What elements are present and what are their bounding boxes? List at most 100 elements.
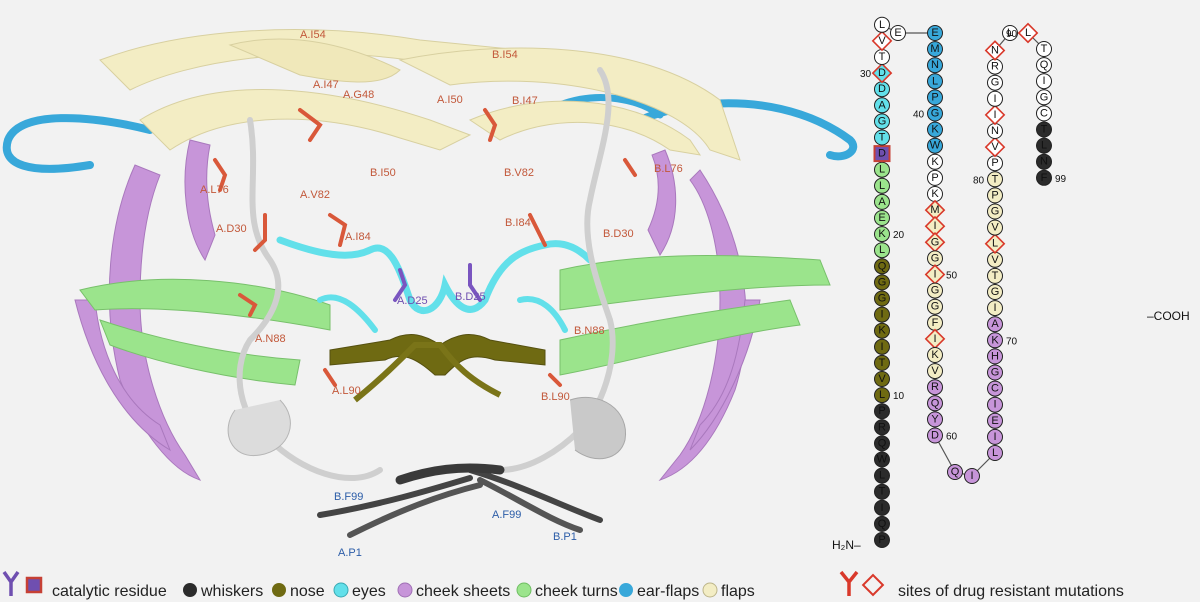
residue-72 — [987, 300, 1003, 317]
residue-letter-45: K — [931, 188, 939, 200]
cheek-sheet-left-3 — [184, 139, 216, 262]
helix-right — [569, 396, 626, 460]
cheek-sheet-left-2 — [74, 299, 172, 452]
residue-98 — [1036, 153, 1052, 170]
residue-letter-85: I — [993, 93, 996, 105]
residue-letter-96: T — [1041, 124, 1048, 136]
residue-letter-26: T — [879, 132, 886, 144]
coil-right — [497, 67, 616, 473]
residue-letter-70: K — [991, 334, 999, 346]
residue-37 — [927, 57, 943, 74]
residue-letter-53: F — [932, 317, 939, 329]
residue-61 — [947, 464, 963, 480]
residue-25 — [873, 145, 891, 163]
residue-66 — [987, 396, 1003, 413]
residue-letter-29: D — [878, 83, 886, 95]
residue-79 — [987, 187, 1003, 204]
legend-ear-flaps: ear-flaps — [637, 583, 699, 600]
residue-63 — [987, 445, 1003, 461]
residue-letter-5: L — [879, 470, 885, 482]
whisker-1 — [317, 475, 473, 518]
label-B.P1: B.P1 — [553, 531, 577, 543]
residue-letter-25: D — [878, 148, 886, 160]
residue-letter-80: T — [992, 173, 999, 185]
residue-23 — [874, 177, 890, 194]
residue-88 — [984, 40, 1006, 61]
position-label-70: 70 — [1006, 336, 1018, 347]
residue-letter-11: V — [878, 373, 886, 385]
cheek-sheets-swatch — [397, 582, 413, 598]
residue-letter-87: R — [991, 61, 999, 73]
residue-letter-21: E — [878, 212, 885, 224]
label-A.L76: A.L76 — [200, 184, 229, 196]
residue-letter-67: C — [991, 383, 999, 395]
residue-letter-76: L — [992, 238, 998, 250]
residue-52 — [927, 298, 943, 315]
label-B.L90: B.L90 — [541, 391, 570, 403]
legend: catalytic residue whiskers nose eyes che… — [2, 570, 1124, 600]
residue-74 — [987, 267, 1003, 284]
position-label-10: 10 — [893, 391, 905, 402]
residue-85 — [987, 90, 1003, 107]
residue-letter-83: N — [991, 125, 999, 137]
flaps-swatch — [702, 582, 718, 598]
residue-9 — [874, 403, 890, 420]
whisker-2 — [347, 482, 483, 538]
residue-letter-61: Q — [951, 466, 960, 478]
eyes-swatch — [333, 582, 349, 598]
residue-78 — [987, 203, 1003, 220]
label-B.N88: B.N88 — [574, 325, 605, 337]
label-A.D25: A.D25 — [397, 295, 428, 307]
residue-95 — [1036, 105, 1052, 122]
label-A.I50: A.I50 — [437, 94, 463, 106]
label-A.L90: A.L90 — [332, 385, 361, 397]
residue-letter-55: K — [931, 349, 939, 361]
legend-flaps: flaps — [721, 583, 755, 600]
residue-96 — [1036, 121, 1052, 138]
ear-flap-left — [2, 114, 154, 173]
residue-64 — [987, 428, 1003, 445]
residue-77 — [987, 219, 1003, 236]
flap-strand-4 — [468, 100, 702, 156]
residue-letter-50: I — [933, 269, 936, 281]
position-label-90: 90 — [1006, 29, 1018, 40]
residue-letter-28: A — [878, 99, 886, 111]
residue-letter-42: W — [930, 140, 941, 152]
residue-letter-66: I — [993, 399, 996, 411]
residue-58 — [927, 395, 943, 412]
legend-nose: nose — [290, 583, 325, 600]
residue-letter-99: F — [1041, 172, 1048, 184]
mutation-icon — [839, 570, 885, 597]
residue-36 — [927, 41, 943, 58]
residue-letter-57: R — [931, 381, 939, 393]
whisker-5 — [395, 463, 505, 485]
legend-whiskers: whiskers — [200, 583, 263, 600]
residue-84 — [984, 104, 1006, 126]
residue-73 — [987, 284, 1003, 300]
residue-91 — [1036, 41, 1052, 57]
residue-letter-47: I — [933, 220, 936, 232]
residue-33 — [874, 16, 890, 33]
residue-letter-34: E — [894, 27, 901, 39]
residue-letter-32: V — [878, 35, 886, 47]
residue-letter-16: G — [878, 293, 887, 305]
label-A.N88: A.N88 — [255, 333, 286, 345]
eye-loop — [276, 236, 594, 315]
residue-34 — [890, 25, 906, 41]
residue-letter-40: G — [931, 108, 940, 120]
residue-1 — [874, 532, 890, 548]
position-label-50: 50 — [946, 271, 958, 282]
residue-letter-31: T — [879, 51, 886, 63]
label-B.I54: B.I54 — [492, 49, 518, 61]
residue-letter-90: L — [1025, 27, 1031, 39]
residue-55 — [927, 347, 943, 363]
residue-letter-36: M — [930, 43, 939, 55]
label-A.I47: A.I47 — [313, 79, 339, 91]
position-label-80: 80 — [973, 175, 985, 186]
residue-27 — [874, 113, 890, 130]
n-terminus-label: H₂N– — [832, 538, 861, 552]
residue-letter-88: N — [991, 45, 999, 57]
residue-letter-75: V — [991, 254, 999, 266]
